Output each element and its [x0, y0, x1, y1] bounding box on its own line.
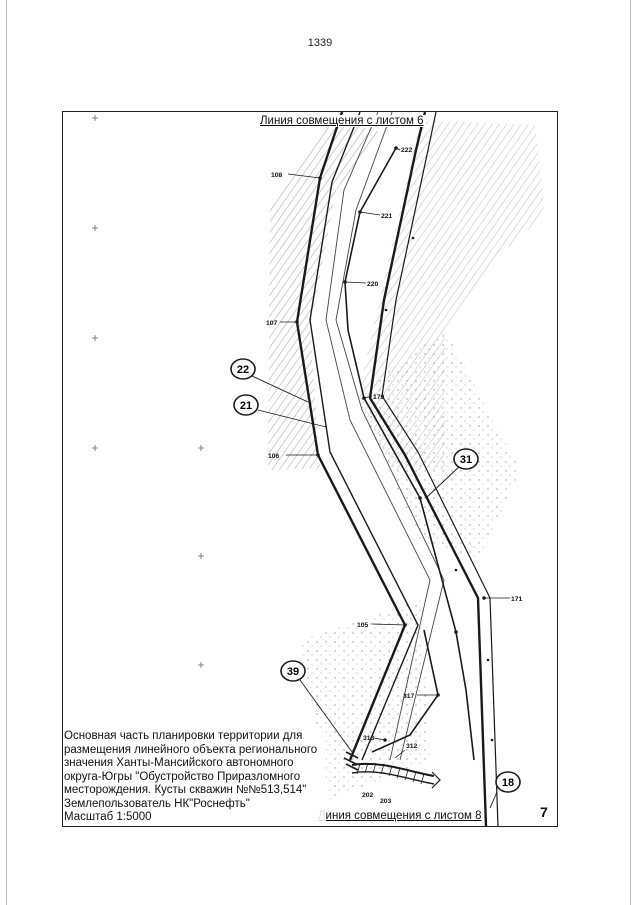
- point-label-220: 220: [367, 281, 379, 288]
- scan-edge-left: [6, 0, 7, 905]
- title-block: Основная часть планировки территории для…: [64, 730, 326, 825]
- vertex-point: [486, 658, 490, 662]
- leader-line: [373, 737, 386, 741]
- point-label-105: 105: [357, 622, 369, 629]
- right-corridor-outer: [368, 112, 488, 826]
- road-axis-right: [335, 112, 445, 761]
- callout-leader: [257, 409, 327, 428]
- callout-leader: [489, 791, 498, 809]
- pipeline: [351, 771, 435, 785]
- title-line: размещения линейного объекта регионально…: [64, 743, 318, 756]
- callout-21: 21: [233, 394, 259, 416]
- callout-39: 39: [280, 660, 306, 682]
- joint-line-bottom-label: Линия совмещения с листом 8: [316, 810, 484, 822]
- leader-line: [371, 623, 406, 626]
- leader-line: [344, 281, 367, 284]
- point-label-170: 170: [373, 394, 385, 401]
- point-label-108: 108: [271, 172, 283, 179]
- pipeline-hatch: [356, 762, 425, 785]
- title-line: Основная часть планировки территории для: [64, 730, 303, 742]
- callout-leader: [251, 375, 309, 403]
- point-label-222: 222: [401, 147, 413, 154]
- vertex-point: [384, 308, 388, 312]
- grid-cross: [198, 553, 204, 559]
- grid-cross: [92, 445, 98, 451]
- point-label-317: 317: [403, 693, 415, 700]
- corridor-left-boundary: [295, 112, 407, 761]
- leader-line: [395, 147, 401, 151]
- grid-cross: [92, 225, 98, 231]
- point-label-203: 203: [380, 798, 392, 805]
- svg-text:39: 39: [287, 666, 299, 678]
- corridor-right-boundary: [309, 112, 419, 761]
- title-line: месторождения. Кусты скважин №№513,514": [64, 784, 307, 796]
- svg-text:31: 31: [460, 454, 472, 466]
- callout-leader: [425, 463, 463, 499]
- callout-22: 22: [230, 358, 256, 380]
- scale-label: Масштаб 1:5000: [64, 811, 152, 823]
- callout-leader: [299, 679, 353, 753]
- dotted-zone: [300, 600, 430, 800]
- point-label-313: 313: [363, 735, 375, 742]
- point-label-312: 312: [406, 743, 418, 750]
- grid-cross: [92, 335, 98, 341]
- title-line: значения Ханты-Мансийского автономного: [64, 757, 294, 769]
- hatched-zone: [268, 120, 382, 470]
- drawing-frame: [62, 111, 558, 827]
- scan-edge-right: [630, 0, 631, 905]
- grid-cross: [92, 115, 98, 121]
- road-axis-left: [325, 112, 431, 761]
- joint-line-top-label: Линия совмещения с листом 6: [258, 115, 426, 127]
- svg-text:21: 21: [240, 400, 252, 412]
- point-label-106: 106: [268, 453, 280, 460]
- dotted-zone: [355, 330, 520, 560]
- title-line: Землепользователь НК"Роснефть": [64, 797, 250, 810]
- survey-point: [418, 496, 422, 500]
- point-label-221: 221: [381, 213, 393, 220]
- pad-outline: [371, 629, 439, 753]
- point-label-202: 202: [362, 792, 374, 799]
- pad-hatch: [343, 751, 359, 771]
- leader-line: [359, 211, 381, 216]
- pipeline: [351, 762, 435, 777]
- leader-line: [363, 395, 373, 399]
- svg-text:22: 22: [237, 364, 249, 376]
- callout-18: 18: [495, 771, 521, 793]
- vertex-point: [454, 568, 458, 572]
- grid-cross: [198, 445, 204, 451]
- leader-line: [287, 173, 321, 179]
- survey-point: [454, 630, 458, 634]
- leader-line: [394, 749, 406, 759]
- point-label-171: 171: [511, 596, 523, 603]
- title-line: округа-Югры "Обустройство Приразломного: [64, 770, 301, 783]
- callout-31: 31: [453, 448, 479, 470]
- vertex-point: [490, 738, 494, 742]
- grid-cross: [198, 662, 204, 668]
- page-number: 1339: [307, 37, 333, 49]
- svg-text:18: 18: [502, 777, 514, 789]
- vertex-point: [411, 236, 415, 240]
- point-label-107: 107: [266, 320, 278, 327]
- pipeline-terminus: [431, 771, 441, 789]
- sheet-number: 7: [540, 804, 548, 820]
